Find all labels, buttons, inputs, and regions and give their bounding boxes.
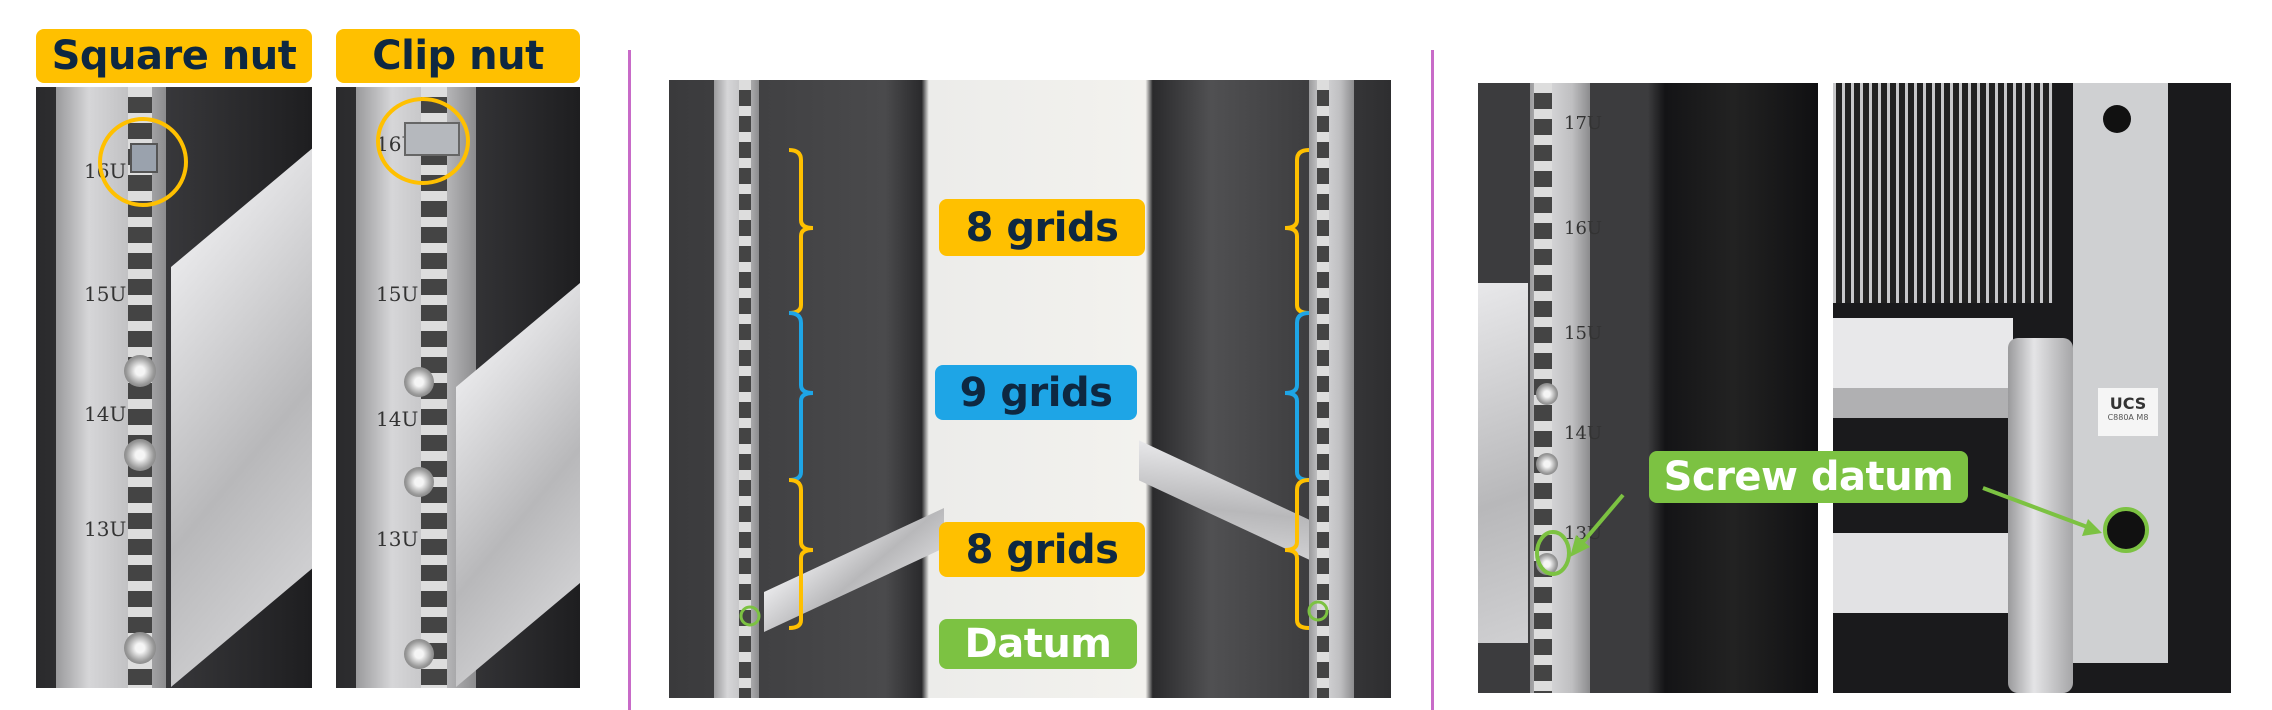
highlight-circle: [376, 97, 470, 185]
bracket-bottom-left: [788, 478, 814, 630]
model-text: C880A M8: [2107, 413, 2149, 422]
u-label: 15U: [84, 282, 127, 306]
datum-circle-rail: [1535, 530, 1571, 576]
u-label: 14U: [376, 407, 419, 431]
bracket-top-right: [1284, 148, 1310, 315]
arrow-to-server: [1982, 486, 2091, 530]
bottom-8-grids-label: 8 grids: [939, 522, 1145, 577]
bracket-middle-right: [1284, 311, 1310, 482]
slide-rail: [171, 132, 312, 687]
bracket-top-left: [788, 148, 814, 315]
top-8-grids-label: 8 grids: [939, 199, 1145, 256]
datum-circle-server: [2103, 507, 2149, 553]
bracket-middle-left: [788, 311, 814, 482]
u-label: 15U: [376, 282, 419, 306]
screw: [404, 467, 434, 497]
arrowhead: [2082, 519, 2102, 536]
u-label: 17U: [1564, 113, 1603, 134]
u-label: 14U: [84, 402, 127, 426]
screw: [124, 632, 156, 664]
grid-brackets: [739, 148, 1329, 630]
arrow-to-rail: [1576, 493, 1625, 550]
section-divider: [628, 50, 631, 710]
u-label: 14U: [1564, 423, 1603, 444]
server-ear: [2073, 83, 2168, 663]
io-ports: [1833, 533, 2013, 613]
screw: [404, 639, 434, 669]
screw-datum-label: Screw datum: [1649, 451, 1968, 503]
section-divider: [1431, 50, 1434, 710]
highlight-circle: [98, 117, 188, 207]
screw: [124, 439, 156, 471]
square-nut-photo: 16U 15U 14U 13U: [36, 87, 312, 688]
datum-label: Datum: [939, 619, 1137, 669]
rack-post-photo: 17U 16U 15U 14U 13U: [1478, 83, 1818, 693]
middle-9-grids-label: 9 grids: [935, 365, 1137, 420]
right-rack-post: [1309, 80, 1354, 698]
rack-holes: [739, 80, 751, 698]
u-label: 16U: [1564, 218, 1603, 239]
server-front-photo: UCS C880A M8: [1833, 83, 2231, 693]
datum-circle-left: [739, 605, 761, 627]
arrowhead: [1570, 535, 1590, 557]
server-vent-grille: [1833, 83, 2053, 303]
clip-nut-label: Clip nut: [336, 29, 580, 83]
u-label: 15U: [1564, 323, 1603, 344]
screw-datum-annotations: [1535, 486, 2149, 576]
left-rack-post: [714, 80, 759, 698]
model-sticker: UCS C880A M8: [2098, 388, 2158, 436]
u-label: 13U: [84, 517, 127, 541]
screw: [404, 367, 434, 397]
screw: [124, 355, 156, 387]
rack-holes: [1317, 80, 1329, 698]
slide-rail: [1478, 283, 1528, 643]
square-nut-label: Square nut: [36, 29, 312, 83]
network-ports: [1833, 318, 2013, 388]
datum-circle-right: [1307, 600, 1329, 622]
bracket-bottom-right: [1284, 478, 1310, 630]
u-label: 13U: [376, 527, 419, 551]
screw: [1536, 383, 1558, 405]
screw: [1536, 453, 1558, 475]
black-screw: [2103, 105, 2131, 133]
brand-text: UCS: [2109, 394, 2147, 413]
clip-nut-photo: 16U 15U 14U 13U: [336, 87, 580, 688]
